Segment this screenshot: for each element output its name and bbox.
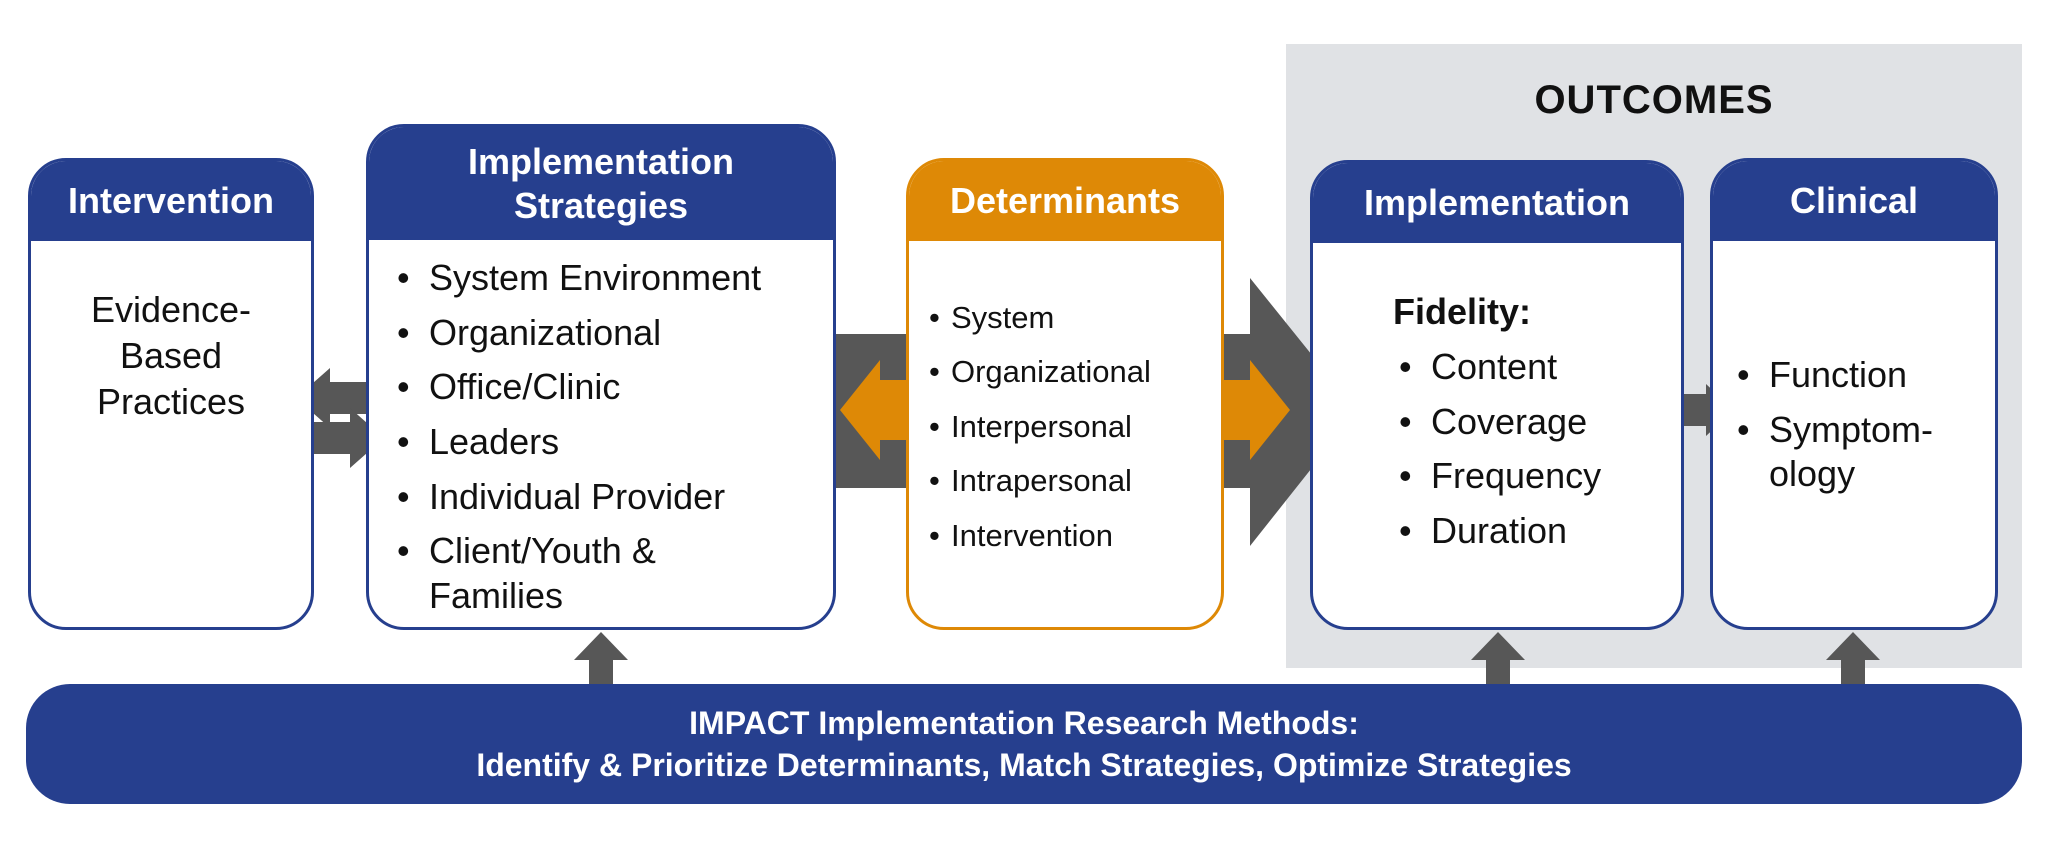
fidelity-item: Coverage xyxy=(1393,400,1681,445)
fidelity-item: Duration xyxy=(1393,509,1681,554)
fidelity-item: Frequency xyxy=(1393,454,1681,499)
strategies-title-line-1: Implementation xyxy=(467,141,735,183)
clinical-list: Function Symptom- ology xyxy=(1731,353,1995,497)
ebp-line-2: Based xyxy=(119,335,223,377)
strategies-title-line-2: Strategies xyxy=(513,184,689,226)
strategies-item: Office/Clinic xyxy=(391,365,833,410)
up-arrow-implementation xyxy=(1471,632,1525,686)
determinants-item: Interpersonal xyxy=(923,408,1221,447)
methods-line-1: IMPACT Implementation Research Methods: xyxy=(689,704,1359,741)
ebp-line-1: Evidence- xyxy=(90,289,252,330)
outcomes-title: OUTCOMES xyxy=(1534,78,1774,122)
strategies-box: Implementation Strategies System Environ… xyxy=(366,124,836,630)
intervention-body: Evidence- Based Practices xyxy=(31,287,311,425)
determinants-item: Organizational xyxy=(923,353,1221,392)
strategies-item: Leaders xyxy=(391,420,833,465)
determinants-box: Determinants System Organizational Inter… xyxy=(906,158,1224,630)
arrow-to-implementation-orange xyxy=(1222,360,1290,460)
strategies-item: System Environment xyxy=(391,256,833,301)
implementation-box: Implementation Fidelity: Content Coverag… xyxy=(1310,160,1684,630)
determinants-title: Determinants xyxy=(909,161,1221,241)
ebp-line-3: Practices xyxy=(96,381,246,423)
up-arrow-strategies xyxy=(574,632,628,686)
clinical-item: Symptom- ology xyxy=(1731,408,1995,497)
methods-bar: IMPACT Implementation Research Methods: … xyxy=(26,684,2022,804)
methods-line-2: Identify & Prioritize Determinants, Matc… xyxy=(476,747,1572,783)
arrow-to-implementation xyxy=(1220,278,1357,546)
strategies-list: System Environment Organizational Office… xyxy=(391,256,833,618)
determinants-item: Intrapersonal xyxy=(923,462,1221,501)
determinants-item: Intervention xyxy=(923,517,1221,556)
strategies-item: Organizational xyxy=(391,311,833,356)
clinical-item: Function xyxy=(1731,353,1995,398)
determinants-item: System xyxy=(923,299,1221,338)
strategies-item: Individual Provider xyxy=(391,475,833,520)
intervention-box: Intervention Evidence- Based Practices xyxy=(28,158,314,630)
implementation-title: Implementation xyxy=(1313,163,1681,243)
arrow-to-clinical xyxy=(1684,384,1734,436)
clinical-box: Clinical Function Symptom- ology xyxy=(1710,158,1998,630)
determinants-list: System Organizational Interpersonal Intr… xyxy=(923,299,1221,556)
strategies-item: Client/Youth & Families xyxy=(391,529,833,618)
fidelity-list: Content Coverage Frequency Duration xyxy=(1393,345,1681,554)
fidelity-label: Fidelity: xyxy=(1393,291,1532,332)
up-arrow-clinical xyxy=(1826,632,1880,686)
fidelity-item: Content xyxy=(1393,345,1681,390)
intervention-title: Intervention xyxy=(31,161,311,241)
arrow-to-strategies-orange xyxy=(840,360,910,460)
strategies-title: Implementation Strategies xyxy=(369,127,833,240)
clinical-title: Clinical xyxy=(1713,161,1995,241)
